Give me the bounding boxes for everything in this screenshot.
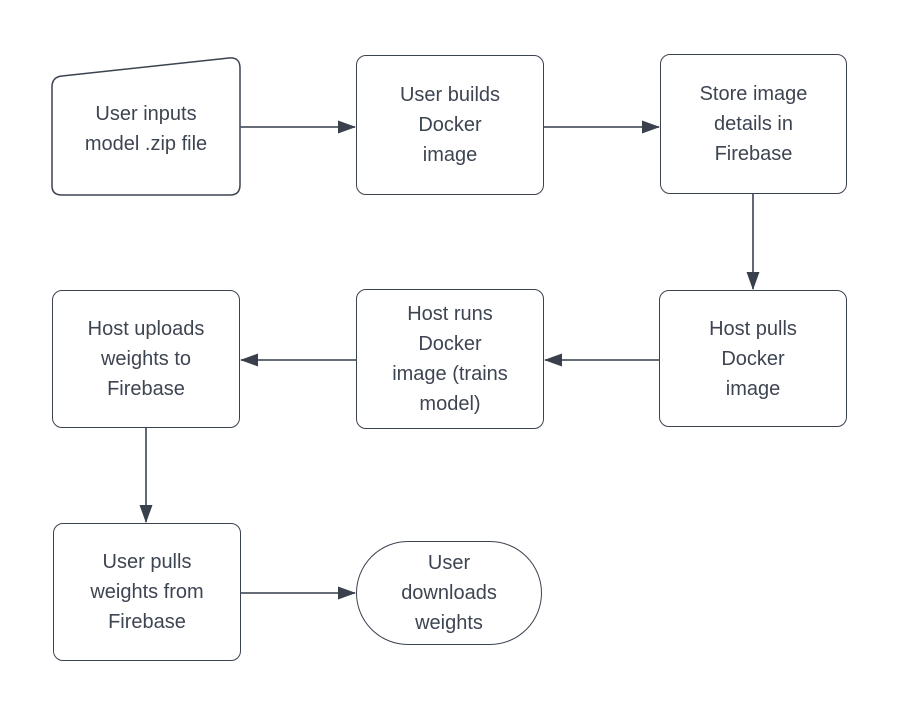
node-label: User pulls weights from Firebase <box>90 551 204 633</box>
node-label: Host runs Docker image (trains model) <box>392 303 508 415</box>
node-label: Host uploads weights to Firebase <box>87 318 205 400</box>
node-label: User downloads weights <box>401 552 497 634</box>
node-host-uploads-weights: Host uploads weights to Firebase <box>52 290 240 428</box>
node-label: User builds Docker image <box>399 84 501 166</box>
node-store-image-details: Store image details in Firebase <box>660 54 847 194</box>
node-user-inputs-zip: User inputs model .zip file <box>52 62 240 195</box>
node-label: Store image details in Firebase <box>699 83 808 165</box>
node-user-downloads-weights: User downloads weights <box>356 541 542 645</box>
node-user-pulls-weights: User pulls weights from Firebase <box>53 523 241 661</box>
node-host-runs-image: Host runs Docker image (trains model) <box>356 289 544 429</box>
node-user-builds-image: User builds Docker image <box>356 55 544 195</box>
node-label: Host pulls Docker image <box>709 317 797 400</box>
node-host-pulls-image: Host pulls Docker image <box>659 290 847 427</box>
node-label: User inputs model .zip file <box>84 102 208 155</box>
